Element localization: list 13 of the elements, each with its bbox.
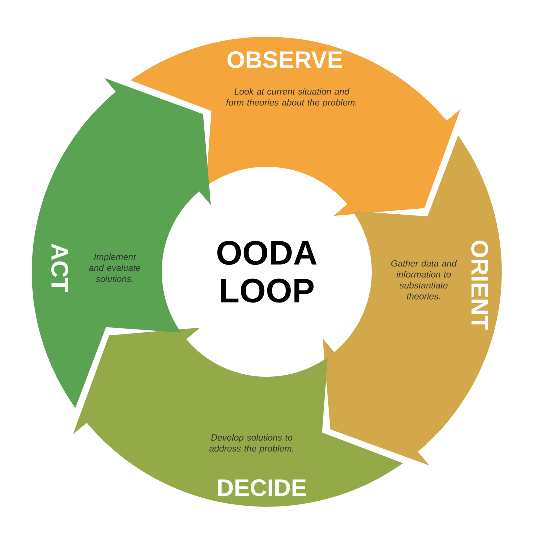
segment-heading: ORIENT (472, 240, 488, 330)
segment-description: Gather data and information to substantiate theories. (392, 260, 458, 300)
arrow-segment (322, 136, 502, 466)
segment-description: Develop solutions to address the problem. (210, 434, 294, 454)
center-title: OODA LOOP (218, 241, 317, 303)
arrow-segment (73, 328, 404, 507)
segment-heading: OBSERVE (228, 52, 342, 68)
segment-heading: ACT (52, 244, 68, 292)
segment-description: Look at current situation and form theories about the problem. (226, 88, 357, 108)
arrow-segment (32, 78, 212, 408)
segment-heading: DECIDE (218, 480, 306, 496)
arrow-segment (130, 37, 461, 216)
segment-description: Implement and evaluate solutions. (89, 254, 141, 282)
